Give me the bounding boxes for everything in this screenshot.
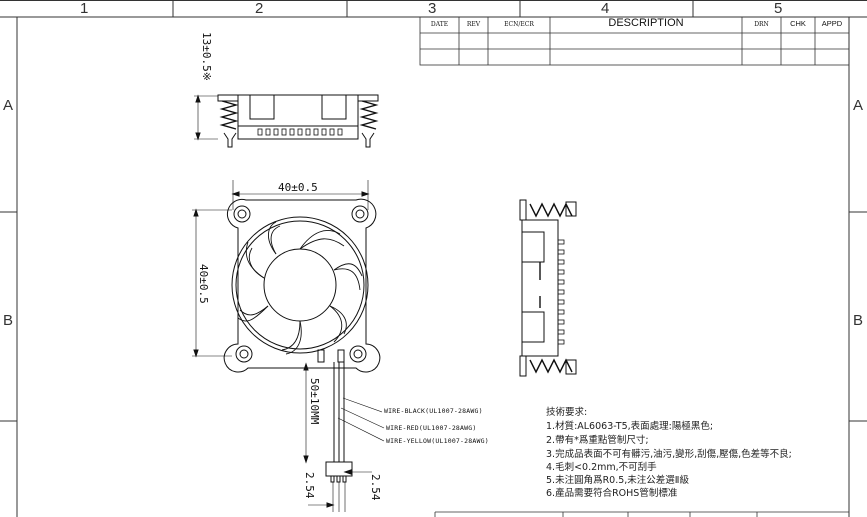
dim-depth: 40±0.5 bbox=[197, 264, 210, 304]
notes-heading: 技術要求: bbox=[546, 407, 588, 418]
header-rev: REV bbox=[466, 21, 481, 28]
title-block-edge bbox=[434, 511, 849, 517]
header-appd: APPD bbox=[821, 19, 843, 28]
note-item-6: 6.產品需要符合ROHS管制標准 bbox=[546, 488, 678, 499]
header-date: DATE bbox=[430, 21, 449, 28]
fan-wires bbox=[303, 362, 385, 512]
dim-cable-length: 50±10MM bbox=[308, 378, 321, 425]
note-item-4: 4.毛刺<0.2mm,不可刮手 bbox=[546, 462, 657, 473]
note-item-1: 1.材質:AL6063-T5,表面處理:陽極黑色; bbox=[546, 421, 714, 432]
fan-front-view bbox=[192, 180, 381, 373]
side-profile-view bbox=[194, 94, 379, 148]
side-view bbox=[519, 199, 577, 377]
revision-table bbox=[419, 16, 850, 66]
zone-col-2: 2 bbox=[255, 0, 264, 17]
zone-row-b-left: B bbox=[3, 312, 14, 329]
dim-width: 40±0.5 bbox=[278, 181, 318, 194]
zone-col-4: 4 bbox=[601, 0, 610, 17]
wire-red-label: WIRE-RED(UL1007-28AWG) bbox=[386, 424, 477, 432]
zone-row-a-right: A bbox=[853, 97, 864, 114]
header-chk: CHK bbox=[790, 19, 806, 28]
dim-pin-pitch-left: 2.54 bbox=[303, 472, 316, 499]
dim-pin-pitch-right: 2.54 bbox=[369, 474, 382, 501]
zone-row-a-left: A bbox=[3, 97, 14, 114]
wire-black-label: WIRE-BLACK(UL1007-28AWG) bbox=[384, 407, 483, 415]
note-item-2: 2.帶有*爲重點管制尺寸; bbox=[546, 435, 649, 446]
note-item-5: 5.未注圓角爲R0.5,未注公差選Ⅱ級 bbox=[546, 475, 689, 486]
zone-col-3: 3 bbox=[428, 0, 437, 17]
wire-yellow-label: WIRE-YELLOW(UL1007-28AWG) bbox=[386, 437, 489, 445]
header-ecn: ECN/ECR bbox=[504, 21, 534, 28]
zone-col-5: 5 bbox=[774, 0, 783, 17]
header-drn: DRN bbox=[754, 21, 769, 28]
note-item-3: 3.完成品表面不可有髒污,油污,變形,刮傷,壓傷,色差等不良; bbox=[546, 449, 792, 460]
dim-height: 13±0.5※ bbox=[200, 32, 213, 81]
zone-row-b-right: B bbox=[853, 312, 864, 329]
header-description: DESCRIPTION bbox=[608, 17, 684, 29]
zone-col-1: 1 bbox=[80, 0, 89, 17]
